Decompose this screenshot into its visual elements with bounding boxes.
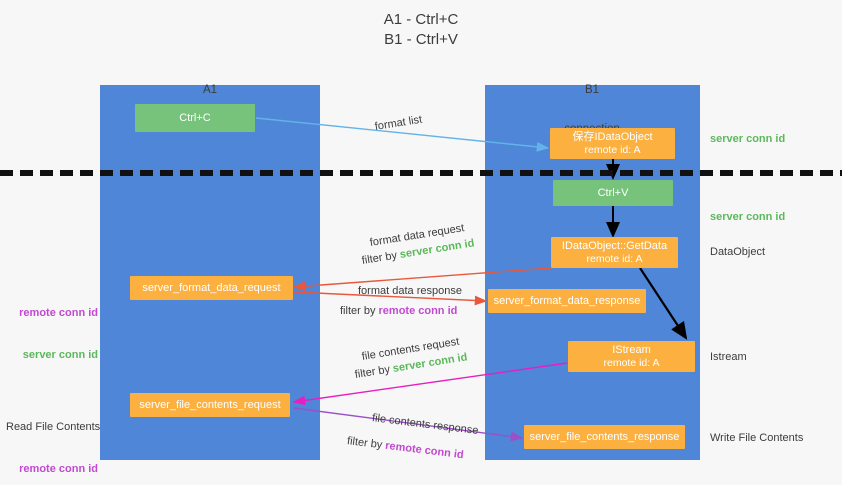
node-save-idataobject-line1: 保存IDataObject xyxy=(572,130,653,143)
right-label-write-file-contents: Write File Contents xyxy=(710,432,804,444)
left-label-read-file-contents: Read File Contents xyxy=(6,421,101,433)
node-server-format-data-request[interactable]: server_format_data_request xyxy=(130,276,293,300)
node-istream[interactable]: IStream remote id: A xyxy=(568,341,695,372)
node-server-format-data-request-line1: server_format_data_request xyxy=(142,281,281,294)
node-idataobject-getdata-line1: IDataObject::GetData xyxy=(561,239,668,252)
node-save-idataobject[interactable]: 保存IDataObject remote id: A xyxy=(550,128,675,159)
node-server-file-contents-response[interactable]: server_file_contents_response xyxy=(524,425,685,449)
left-label-remote-conn-id: remote conn id xyxy=(19,463,98,475)
right-label-server-conn-id-top: server conn id xyxy=(710,133,786,145)
right-label-server-conn-id-second: server conn id xyxy=(710,211,786,223)
filter-prefix: filter by xyxy=(353,363,394,381)
edge-label-file-contents-response-filter: filter by remote conn id xyxy=(346,434,464,463)
filter-prefix: filter by xyxy=(346,435,387,452)
node-server-file-contents-request[interactable]: server_file_contents_request xyxy=(130,393,290,417)
column-title-b1: B1 xyxy=(584,84,600,96)
node-istream-line2: remote id: A xyxy=(603,356,660,369)
node-ctrl-c-line1: Ctrl+C xyxy=(179,111,211,124)
node-ctrl-v-line1: Ctrl+V xyxy=(597,186,629,199)
node-server-format-data-response-line1: server_format_data_response xyxy=(493,294,641,307)
left-label-remote-conn-id: remote conn id xyxy=(19,307,98,319)
right-label-dataobject: DataObject xyxy=(710,246,766,258)
node-save-idataobject-line2: remote id: A xyxy=(584,143,641,156)
edge-label-file-contents-response: file contents response xyxy=(371,412,480,438)
node-ctrl-c[interactable]: Ctrl+C xyxy=(135,104,255,132)
right-label-istream: Istream xyxy=(710,351,747,363)
node-ctrl-v[interactable]: Ctrl+V xyxy=(553,180,673,206)
node-server-file-contents-request-line1: server_file_contents_request xyxy=(139,398,281,411)
left-label-read-file-contents-group: Read File Contents remote conn id server… xyxy=(6,392,101,485)
column-title-a1: A1 xyxy=(202,84,218,96)
node-idataobject-getdata[interactable]: IDataObject::GetData remote id: A xyxy=(551,237,678,268)
node-idataobject-getdata-line2: remote id: A xyxy=(586,252,643,265)
node-server-format-data-response[interactable]: server_format_data_response xyxy=(488,289,646,313)
filter-key-remote-conn-id: remote conn id xyxy=(378,305,458,317)
edge-label-format-list: format list xyxy=(373,113,423,133)
node-istream-line1: IStream xyxy=(612,343,651,356)
edge-label-format-data-response: format data response xyxy=(358,285,462,297)
filter-prefix: filter by xyxy=(360,249,401,267)
left-label-conn-ids-upper: remote conn id server conn id xyxy=(10,278,98,390)
left-label-server-conn-id: server conn id xyxy=(22,349,98,361)
page-title: A1 - Ctrl+C B1 - Ctrl+V xyxy=(383,11,459,48)
filter-prefix: filter by xyxy=(340,305,379,317)
node-server-file-contents-response-line1: server_file_contents_response xyxy=(529,430,680,443)
filter-key-remote-conn-id: remote conn id xyxy=(384,439,465,462)
phase-divider xyxy=(0,170,842,176)
edge-label-format-data-response-filter: filter by remote conn id xyxy=(340,304,457,319)
